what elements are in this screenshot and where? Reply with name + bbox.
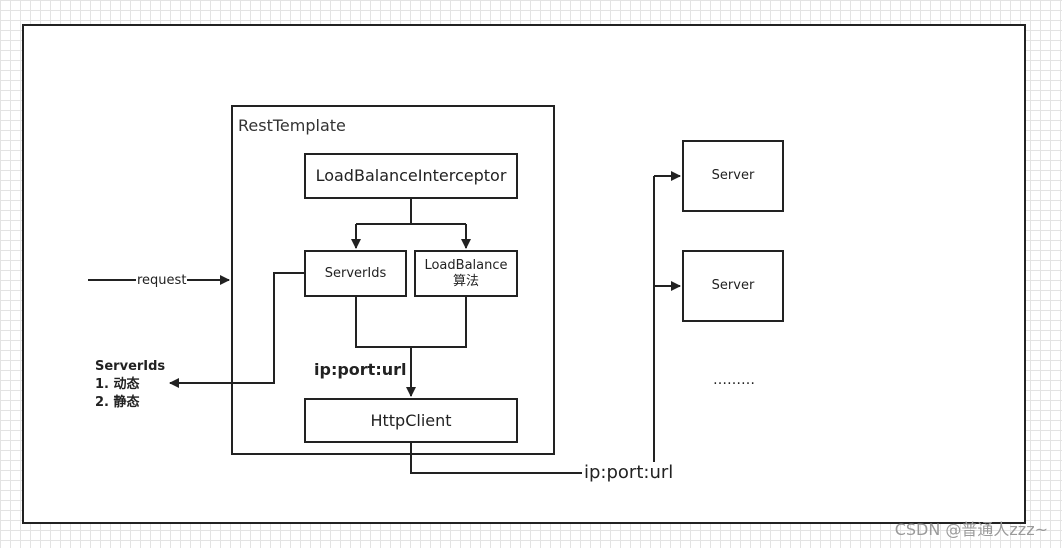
server-label-2: Server xyxy=(711,278,755,294)
inner-address-label: ip:port:url xyxy=(314,360,407,379)
server-label-1: Server xyxy=(711,168,755,184)
rest-template-container xyxy=(231,105,555,455)
server-ids-label: ServerIds xyxy=(324,265,387,281)
server-box-1: Server xyxy=(682,140,784,212)
load-balance-algorithm-box: LoadBalance 算法 xyxy=(414,250,518,297)
server-ids-note: ServerIds 1. 动态 2. 静态 xyxy=(95,358,165,412)
load-balance-interceptor-box: LoadBalanceInterceptor xyxy=(304,153,518,199)
http-client-label: HttpClient xyxy=(370,410,452,430)
server-box-2: Server xyxy=(682,250,784,322)
http-client-box: HttpClient xyxy=(304,398,518,443)
outer-frame xyxy=(22,24,1026,524)
httpclient-out-connector xyxy=(410,176,655,474)
more-servers-ellipsis: ……… xyxy=(713,372,755,388)
rest-template-label: RestTemplate xyxy=(238,116,346,135)
server-ids-note-item-1: 1. 动态 xyxy=(95,377,140,392)
server-ids-box: ServerIds xyxy=(304,250,407,297)
load-balance-line2: 算法 xyxy=(452,273,479,289)
watermark: CSDN @普通人zzz~ xyxy=(894,520,1048,539)
server-ids-note-item-2: 2. 静态 xyxy=(95,395,140,410)
request-label: request xyxy=(136,273,188,288)
interceptor-label: LoadBalanceInterceptor xyxy=(315,166,507,186)
outer-address-label: ip:port:url xyxy=(582,462,676,483)
load-balance-line1: LoadBalance xyxy=(424,257,508,273)
serverids-note-arrow xyxy=(169,272,304,388)
server-ids-note-title: ServerIds xyxy=(95,359,166,374)
